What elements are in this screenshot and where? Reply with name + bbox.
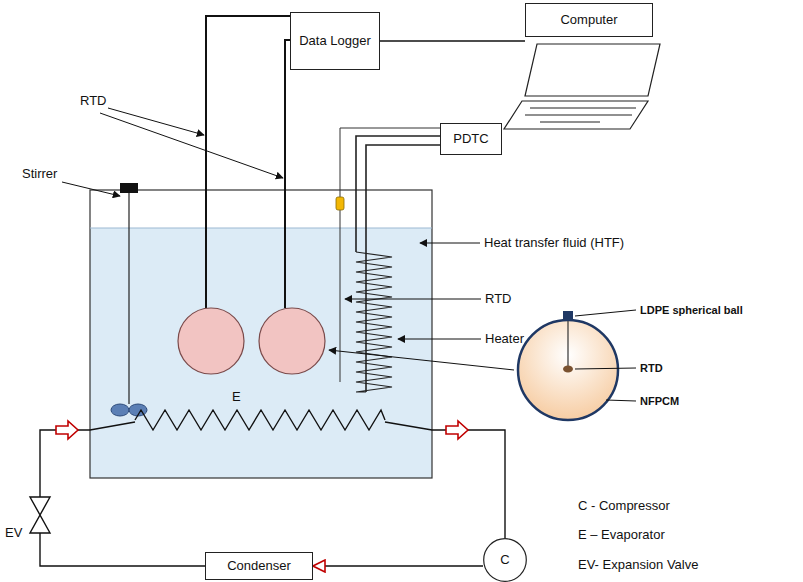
temperature-sensor bbox=[340, 210, 341, 382]
callout-label: Heat transfer fluid (HTF) bbox=[484, 235, 624, 251]
key-text: EV- Expansion Valve bbox=[578, 557, 698, 573]
tank bbox=[90, 228, 432, 478]
callout-label: Stirrer bbox=[22, 166, 57, 182]
condenser-box: Condenser bbox=[205, 552, 313, 580]
callout-arrow bbox=[329, 350, 514, 370]
tank bbox=[90, 190, 432, 478]
flow-arrow bbox=[446, 421, 468, 439]
refrigerant-pipe bbox=[40, 422, 505, 566]
rtd-wire bbox=[285, 40, 295, 308]
data-logger-box: Data Logger bbox=[290, 12, 380, 70]
laptop-icon bbox=[540, 121, 600, 122]
leader-line bbox=[606, 400, 636, 401]
callout-arrow bbox=[398, 339, 481, 340]
expansion-valve-symbol bbox=[30, 497, 50, 533]
node-label: C bbox=[500, 552, 509, 568]
connector-line bbox=[313, 565, 483, 566]
pcm-sphere bbox=[178, 308, 244, 374]
detail-label: NFPCM bbox=[640, 393, 679, 409]
laptop-icon bbox=[530, 107, 636, 108]
callout-arrow bbox=[345, 299, 481, 300]
ldpe-ball-detail bbox=[567, 321, 568, 366]
callout-label: RTD bbox=[485, 291, 511, 307]
leader-line bbox=[575, 368, 636, 369]
laptop-icon bbox=[525, 114, 632, 115]
tank bbox=[90, 190, 432, 478]
callout-arrow bbox=[108, 108, 204, 135]
heater-wire bbox=[356, 136, 440, 252]
ldpe-ball-detail bbox=[518, 320, 618, 420]
stirrer bbox=[128, 193, 129, 404]
laptop-icon bbox=[504, 44, 660, 129]
stirrer bbox=[120, 183, 138, 193]
refrigerant-pipe bbox=[40, 533, 205, 566]
leader-line bbox=[575, 310, 636, 316]
pcm-sphere bbox=[259, 308, 325, 374]
refrigerant-pipe bbox=[40, 422, 135, 497]
evaporator-coil bbox=[135, 410, 385, 430]
callout-arrow bbox=[100, 113, 283, 178]
laptop-icon bbox=[525, 44, 660, 96]
refrigerant-pipe bbox=[385, 422, 505, 538]
callout-label: Heater bbox=[485, 331, 524, 347]
callout-arrow bbox=[420, 243, 480, 244]
rtd-wire bbox=[206, 16, 295, 308]
rtd-wire bbox=[206, 16, 295, 308]
node-label: PDTC bbox=[453, 131, 488, 147]
heater-wire bbox=[356, 136, 440, 392]
computer-label: Computer bbox=[525, 3, 653, 37]
node-label: Data Logger bbox=[293, 33, 377, 49]
temperature-sensor bbox=[336, 128, 440, 382]
pcm-sphere bbox=[178, 308, 325, 374]
leader-line bbox=[575, 310, 636, 401]
stirrer bbox=[111, 183, 147, 416]
ldpe-ball-detail bbox=[563, 311, 573, 321]
temperature-sensor bbox=[336, 197, 344, 210]
laptop-icon bbox=[504, 101, 648, 129]
tank bbox=[90, 228, 432, 229]
component-letter: EV bbox=[5, 525, 22, 541]
compressor-outline bbox=[484, 539, 527, 582]
flow-arrow bbox=[56, 421, 78, 439]
ldpe-ball-detail bbox=[518, 311, 618, 420]
computer: Computer bbox=[525, 3, 660, 128]
node-label: Condenser bbox=[227, 558, 291, 574]
detail-label: RTD bbox=[640, 360, 663, 376]
heater-coil bbox=[356, 252, 392, 392]
key-text: E – Evaporator bbox=[578, 527, 665, 543]
key-text: C - Compressor bbox=[578, 498, 670, 514]
controller-box: PDTC bbox=[440, 123, 502, 155]
expansion-valve-symbol bbox=[30, 497, 50, 533]
compressor-circle: C bbox=[483, 538, 527, 582]
detail-label: LDPE spherical ball bbox=[640, 302, 743, 318]
callout-label: RTD bbox=[80, 93, 106, 109]
callout-arrow bbox=[62, 108, 514, 370]
component-letter: E bbox=[232, 389, 241, 405]
flow-arrow bbox=[56, 421, 468, 439]
temperature-sensor bbox=[340, 128, 440, 198]
ldpe-ball-detail bbox=[563, 366, 573, 373]
callout-arrow bbox=[62, 182, 120, 196]
stirrer bbox=[111, 404, 129, 416]
connector-line bbox=[380, 40, 525, 41]
